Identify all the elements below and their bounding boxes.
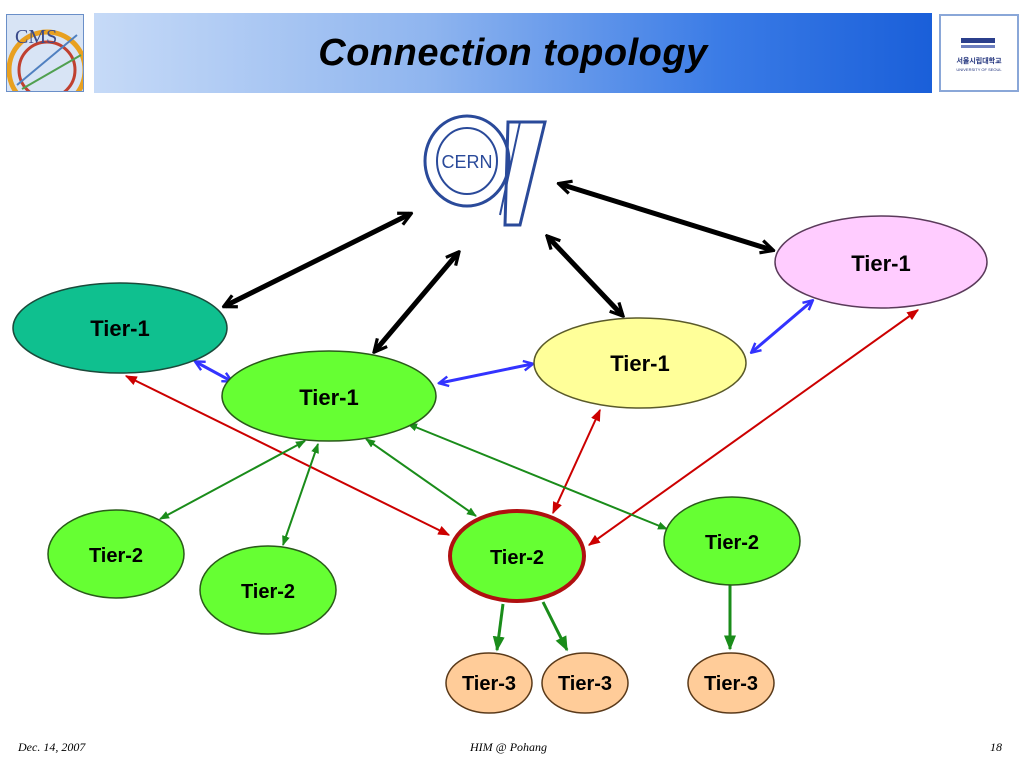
footer-date: Dec. 14, 2007 <box>18 740 86 754</box>
arrow-tier2-center-tier3-b <box>541 601 569 652</box>
arrow-tier1-center-tier2-b <box>282 443 319 546</box>
node-label: Tier-2 <box>89 545 143 567</box>
node-label: Tier-1 <box>610 351 670 376</box>
node-label: Tier-3 <box>704 673 758 695</box>
title-bar: Connection topology <box>94 13 932 93</box>
footer-event: HIM @ Pohang <box>470 740 548 754</box>
tier1-node-yellow: Tier-1 <box>533 317 747 409</box>
tier1-node-center: Tier-1 <box>221 350 437 442</box>
arrow-cern-tier1-yellow <box>548 237 622 315</box>
topology-diagram: CERN Tier-1 Tier-1 Tier-1 Tier-1 Tier-2 <box>12 114 988 714</box>
node-label: Tier-2 <box>490 547 544 569</box>
arrow-tier1-center-yellow <box>440 364 532 383</box>
arrow-tier1-yellow-tier2-center <box>552 408 601 515</box>
cms-logo-text: CMS <box>15 26 57 48</box>
tier2-node-a: Tier-2 <box>47 509 185 599</box>
node-label: Tier-2 <box>705 532 759 554</box>
tier3-node-c: Tier-3 <box>687 652 775 714</box>
tier3-node-b: Tier-3 <box>541 652 629 714</box>
node-label: Tier-1 <box>851 251 911 276</box>
arrow-cern-tier1-center <box>375 253 458 351</box>
arrow-tier1-center-tier2-right <box>407 423 668 530</box>
arrow-tier1-yellow-pink <box>752 301 812 352</box>
university-logo: 서울시립대학교 UNIVERSITY OF SEOUL <box>939 14 1019 92</box>
arrow-cern-tier1-left <box>225 214 410 306</box>
university-name-english: UNIVERSITY OF SEOUL <box>956 67 1002 72</box>
cms-logo: CMS <box>6 14 84 92</box>
arrow-tier1-center-tier2-a <box>159 440 306 520</box>
node-label: Tier-2 <box>241 581 295 603</box>
node-label: Tier-1 <box>299 385 359 410</box>
cern-logo-text: CERN <box>441 152 492 172</box>
tier2-node-center: Tier-2 <box>448 509 586 603</box>
tier2-node-right: Tier-2 <box>663 496 801 586</box>
arrow-tier1-center-tier2-center <box>365 438 477 517</box>
arrow-cern-tier1-pink <box>560 184 772 250</box>
tier3-node-a: Tier-3 <box>445 652 533 714</box>
university-name-korean: 서울시립대학교 <box>956 56 1002 65</box>
page-title: Connection topology <box>318 31 708 74</box>
cern-logo: CERN <box>423 114 547 227</box>
tier1-node-left: Tier-1 <box>12 282 228 374</box>
node-label: Tier-3 <box>462 673 516 695</box>
tier1-node-pink: Tier-1 <box>774 215 988 309</box>
arrow-tier1-left-center <box>196 362 231 381</box>
arrow-tier2-center-tier3-a <box>492 603 505 652</box>
tier2-node-b: Tier-2 <box>199 545 337 635</box>
footer-page-number: 18 <box>990 740 1002 754</box>
node-label: Tier-3 <box>558 673 612 695</box>
node-label: Tier-1 <box>90 316 150 341</box>
